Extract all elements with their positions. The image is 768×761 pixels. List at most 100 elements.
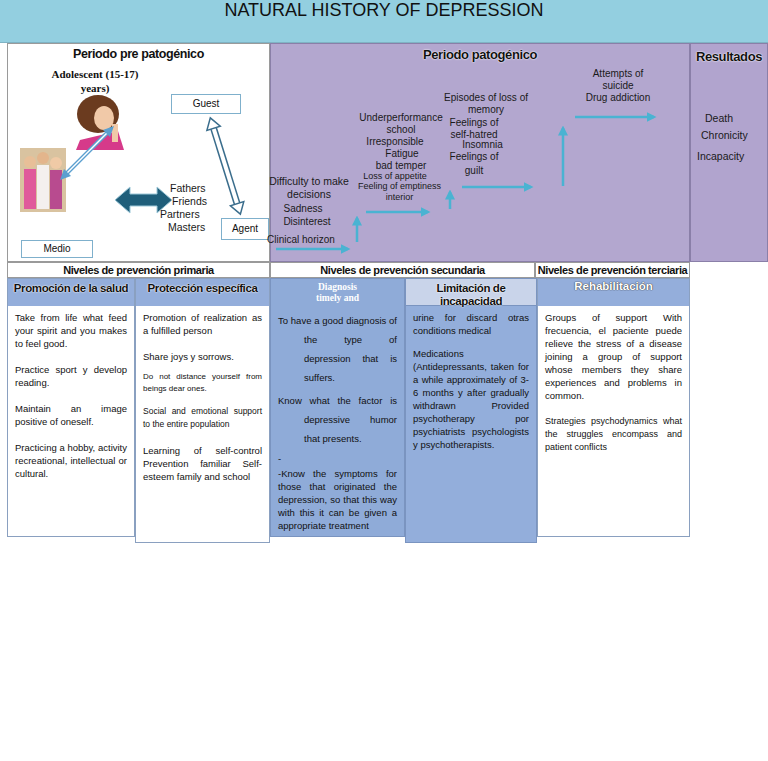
diagram-label: Clinical horizon — [267, 234, 335, 246]
node-text: Groups of support With frecuencia, el pa… — [545, 311, 682, 402]
node-text: Take from life what feed your spirit and… — [15, 311, 127, 350]
node-heading: Resultados — [691, 49, 767, 64]
node-heading: Diagnosis timely and — [271, 279, 404, 306]
diagram-label: Feelings of self-hatred — [444, 117, 504, 141]
diagram-label: Insomnia — [455, 139, 510, 151]
face — [94, 106, 114, 130]
node-heading: Niveles de prevención terciaria — [536, 263, 689, 277]
arrow-head — [207, 118, 220, 131]
arrow-shaft — [64, 130, 110, 176]
arrow-shaft — [64, 130, 110, 176]
head — [50, 157, 62, 169]
node-heading: Protección específica — [136, 279, 269, 306]
progress-arrow — [366, 211, 428, 214]
prevention-column: Protección específicaPromotion of realiz… — [135, 278, 270, 543]
diagram-label: Feelings of guilt — [448, 150, 500, 178]
diagram-label: Sadness — [268, 203, 338, 215]
node-text: Promotion of realization as a fulfilled … — [143, 311, 262, 337]
diagram-label: Loss of appetite — [350, 171, 440, 182]
diagram-label: Difficulty to make decisions — [268, 175, 350, 200]
diagram-label: bad temper — [356, 160, 446, 172]
prevention-column: Limitación de incapacidad urine for disca… — [405, 278, 537, 543]
node-heading: Medio — [22, 241, 92, 257]
body — [37, 165, 49, 209]
diagram-label: Irresponsible — [350, 136, 440, 148]
level-band: Niveles de prevención secundaria — [270, 262, 535, 278]
node-text: Know what the factor is depressive humor… — [278, 391, 397, 448]
environment-box: Medio — [21, 240, 93, 258]
progress-arrow — [356, 218, 359, 242]
progress-arrow — [562, 128, 565, 186]
node-text: Chronicity — [701, 129, 748, 141]
outcome-box: ResultadosDeathChronicityIncapacity — [690, 43, 768, 262]
node-text: Practicing a hobby, activity recreationa… — [15, 441, 127, 480]
arrow-head — [60, 169, 71, 180]
progress-arrow — [462, 186, 531, 189]
level-band: Niveles de prevención primaria — [7, 262, 270, 278]
diagram-label: Episodes of loss of memory — [440, 92, 532, 116]
girl-picture — [76, 95, 124, 150]
node-heading: Promoción de la salud — [8, 279, 134, 306]
diagram-label: Friends — [172, 195, 207, 208]
node-text: To have a good diagnosis of the type of … — [278, 311, 397, 387]
progress-arrow — [449, 192, 452, 209]
arrow-head — [103, 126, 114, 137]
friends-picture — [20, 148, 66, 212]
diagram-label: Partners — [160, 208, 200, 221]
diagram-label: Drug addiction — [578, 92, 658, 104]
node-text: Practice sport y develop reading. — [15, 363, 127, 389]
node-text: Share joys y sorrows. — [143, 350, 262, 363]
prevention-column: RehabilitaciónGroups of support With fre… — [537, 278, 690, 537]
progress-arrow — [276, 248, 348, 251]
node-text: urine for discard otras conditions medic… — [413, 311, 529, 337]
diagram-label: Attempts of suicide — [583, 68, 653, 92]
node-text: Do not distance yourself from beings dea… — [143, 371, 262, 395]
title-band: NATURAL HISTORY OF DEPRESSION — [0, 0, 768, 43]
node-heading: Niveles de prevención primaria — [8, 263, 269, 277]
node-text: Medications (Antidepressants, taken for … — [413, 347, 529, 451]
progress-arrow — [575, 116, 654, 119]
node-heading: Periodo patogénico — [271, 47, 689, 62]
node-text: - — [278, 452, 397, 465]
hair — [77, 95, 119, 133]
node-text: Social and emotional support to the enti… — [143, 405, 262, 431]
node-heading: Rehabilitación — [538, 279, 689, 306]
node-text: Incapacity — [697, 150, 744, 162]
host-box: Guest — [171, 94, 241, 114]
body — [50, 170, 62, 209]
level-band: Niveles de prevención terciaria — [535, 262, 690, 278]
prevention-column: Diagnosis timely and To have a good diagn… — [270, 278, 405, 537]
node-text: Death — [705, 112, 733, 124]
node-text: Strategies psychodynamics what the strug… — [545, 415, 682, 454]
diagram-label: Underperformance school — [356, 112, 446, 136]
node-heading: Niveles de prevención secundaria — [271, 263, 534, 277]
node-heading: Guest — [172, 95, 240, 113]
diagram-label: Fathers — [170, 182, 206, 195]
diagram-label: Masters — [168, 221, 205, 234]
diagram-label: Fatigue — [357, 148, 447, 160]
arrow-fill — [213, 127, 237, 204]
diagram-label: Feeling of emptiness interior — [352, 181, 447, 203]
diagram-label: Disinterest — [272, 216, 342, 228]
diagram-label: Adolescent (15-17) years) — [40, 67, 150, 96]
node-heading: Periodo pre patogénico — [8, 47, 269, 61]
head — [24, 156, 36, 168]
photo-background — [20, 148, 66, 212]
node-heading: Agent — [222, 219, 268, 239]
head — [37, 152, 49, 164]
body — [24, 169, 36, 209]
node-text: -Know the symptoms for those that origin… — [278, 467, 397, 532]
arrow-head — [230, 202, 243, 215]
arm — [112, 124, 118, 142]
node-text: Learning of self-control Prevention fami… — [143, 444, 262, 483]
arrow-outline — [213, 127, 237, 204]
node-text: Maintain an image positive of oneself. — [15, 402, 127, 428]
shirt — [76, 131, 124, 150]
prevention-column: Promoción de la saludTake from life what… — [7, 278, 135, 537]
agent-box: Agent — [221, 218, 269, 240]
double-arrow — [207, 118, 244, 214]
node-heading: Limitación de incapacidad — [406, 279, 536, 306]
relation-arrow — [60, 126, 114, 180]
